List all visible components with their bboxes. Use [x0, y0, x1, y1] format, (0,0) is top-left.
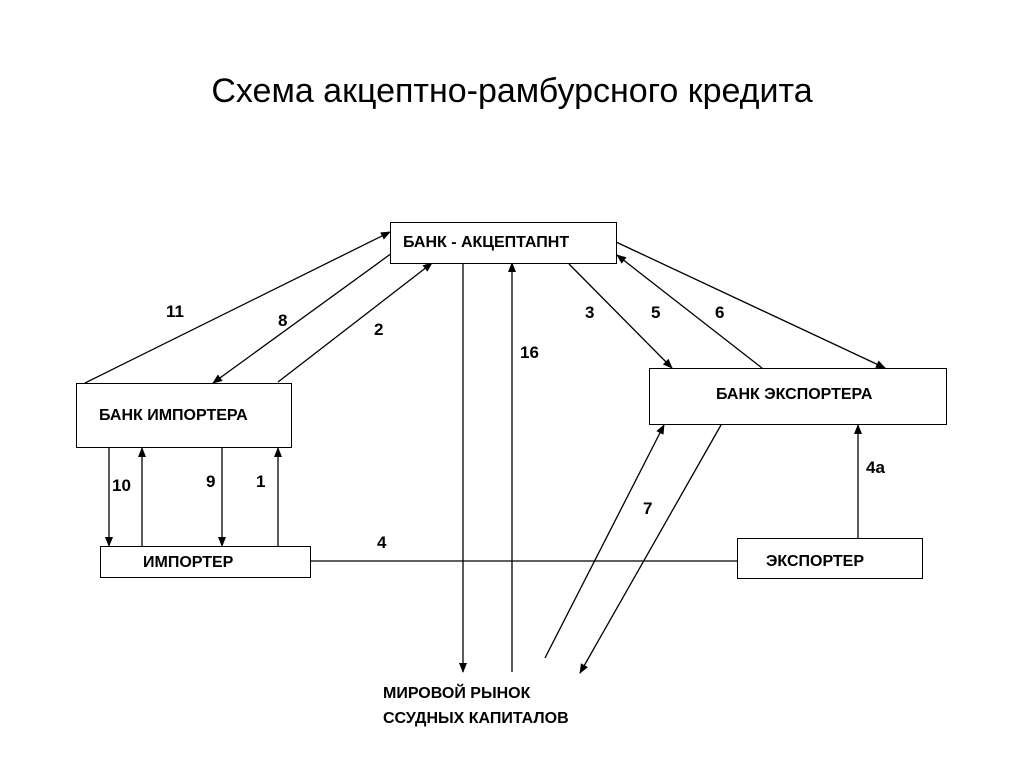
flow-label-11: 11	[166, 302, 184, 321]
acceptor-bank-box: БАНК - АКЦЕПТАПНТ	[390, 222, 617, 264]
flow-label-4a: 4а	[866, 458, 885, 477]
flow-label-3: 3	[585, 303, 595, 322]
flow-label-5: 5	[651, 303, 661, 322]
arrow-7-up	[544, 424, 665, 659]
world-loan-capital-market: МИРОВОЙ РЫНОК ССУДНЫХ КАПИТАЛОВ	[383, 681, 569, 731]
arrow-2	[277, 262, 433, 383]
flow-label-2: 2	[374, 320, 384, 339]
exporter-box: ЭКСПОРТЕР	[737, 538, 923, 579]
acceptor-bank-label: БАНК - АКЦЕПТАПНТ	[403, 234, 570, 251]
importer-bank-label: БАНК ИМПОРТЕРА	[99, 407, 248, 424]
flow-label-16: 16	[520, 343, 539, 362]
flow-label-9: 9	[206, 472, 216, 491]
exporter-bank-label: БАНК ЭКСПОРТЕРА	[716, 386, 873, 403]
arrow-8	[212, 252, 393, 384]
importer-label: ИМПОРТЕР	[143, 554, 234, 571]
arrow-3	[568, 263, 673, 369]
exporter-bank-box: БАНК ЭКСПОРТЕРА	[649, 368, 947, 425]
page-title: Схема акцептно-рамбурсного кредита	[211, 72, 813, 110]
importer-bank-box: БАНК ИМПОРТЕРА	[76, 383, 292, 448]
market-label-line2: ССУДНЫХ КАПИТАЛОВ	[383, 710, 569, 727]
flow-label-10: 10	[112, 476, 131, 495]
arrow-7-down	[579, 424, 722, 674]
flow-label-8: 8	[278, 311, 288, 330]
flow-label-1: 1	[256, 472, 266, 491]
arrow-5	[616, 254, 763, 369]
flow-label-7: 7	[643, 499, 653, 518]
arrow-11	[84, 231, 391, 384]
market-label-line1: МИРОВОЙ РЫНОК	[383, 685, 531, 702]
arrow-6	[615, 241, 886, 369]
exporter-label: ЭКСПОРТЕР	[766, 553, 865, 570]
importer-box: ИМПОРТЕР	[100, 546, 311, 578]
flow-label-4: 4	[377, 533, 387, 552]
flow-label-6: 6	[715, 303, 725, 322]
